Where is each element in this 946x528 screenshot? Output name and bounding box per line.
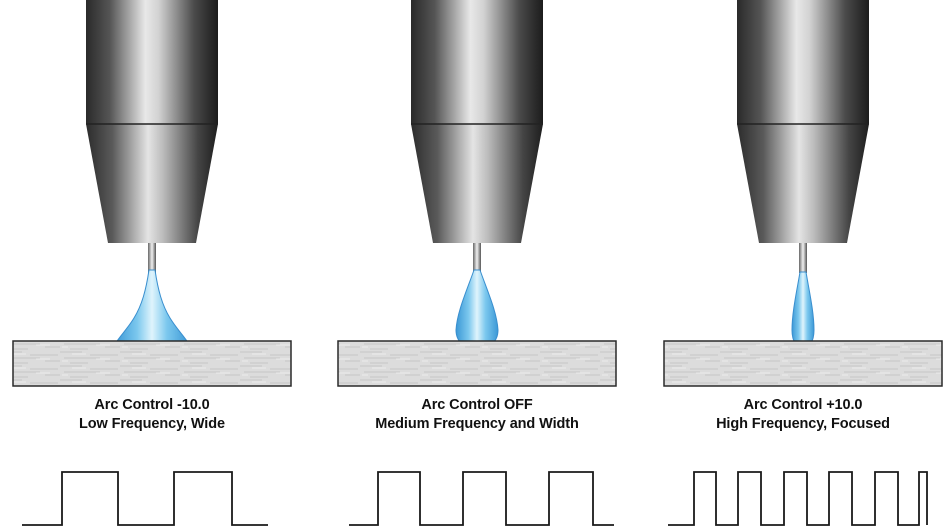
caption-title: Arc Control +10.0: [743, 397, 863, 413]
caption-title: Arc Control -10.0: [94, 397, 210, 413]
caption-subtitle: Medium Frequency and Width: [375, 416, 579, 432]
torch-body: [411, 0, 543, 124]
caption-subtitle: Low Frequency, Wide: [79, 416, 225, 432]
torch-nozzle: [86, 124, 218, 243]
panel-off: [337, 0, 617, 526]
torch-nozzle: [411, 124, 543, 243]
welding-arc: [455, 269, 499, 350]
caption-subtitle: High Frequency, Focused: [716, 416, 890, 432]
welding-arc: [791, 271, 815, 349]
torch-body: [737, 0, 869, 124]
pulse-waveform: [668, 471, 928, 526]
base-metal-plate: [337, 340, 617, 387]
base-metal-plate: [12, 340, 292, 387]
torch-nozzle: [737, 124, 869, 243]
panel-positive: [663, 0, 943, 526]
welding-arc: [114, 269, 190, 345]
caption-title: Arc Control OFF: [421, 397, 533, 413]
panel-negative: [12, 0, 292, 526]
caption-off: Arc Control OFF Medium Frequency and Widt…: [327, 396, 627, 434]
base-metal-plate: [663, 340, 943, 387]
electrode-wire: [148, 243, 156, 273]
electrode-wire: [799, 243, 807, 273]
electrode-wire: [473, 243, 481, 273]
pulse-waveform: [22, 471, 268, 526]
pulse-waveform: [349, 471, 614, 526]
torch-body: [86, 0, 218, 124]
